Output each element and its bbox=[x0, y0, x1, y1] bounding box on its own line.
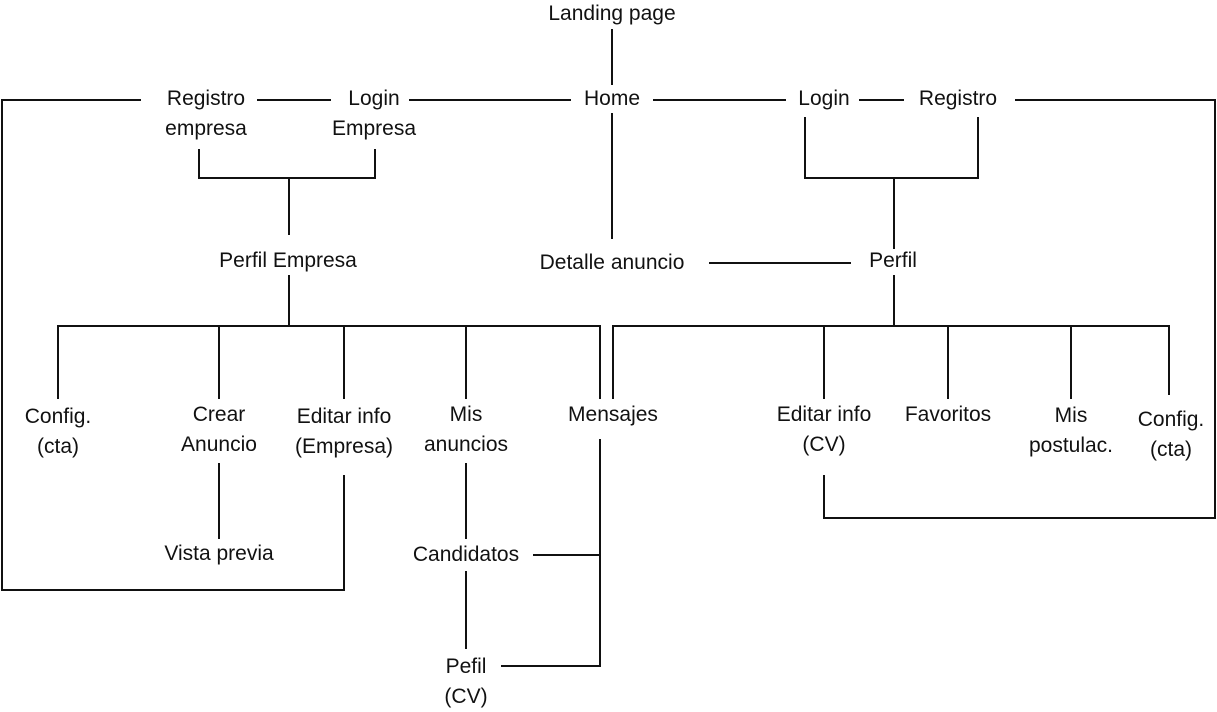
node-login: Login bbox=[798, 84, 849, 114]
node-pefil-cv-line-2: (CV) bbox=[444, 685, 488, 708]
node-mensajes: Mensajes bbox=[568, 400, 658, 430]
node-mis-anuncios-line-1: Mis bbox=[449, 403, 483, 426]
node-mis-anuncios: Mis anuncios bbox=[424, 400, 508, 460]
connector-perfil-empresa-children bbox=[57, 275, 601, 399]
node-crear-anuncio-line-1: Crear bbox=[192, 403, 246, 426]
node-editar-info-cv-line-1: Editar info bbox=[776, 403, 872, 426]
node-config-cta-user-line-2: (cta) bbox=[1149, 438, 1192, 461]
node-login-line-1: Login bbox=[798, 87, 850, 110]
connector-perfil-children bbox=[612, 275, 1170, 399]
node-editar-info-cv: Editar info (CV) bbox=[777, 400, 872, 460]
node-mensajes-line-1: Mensajes bbox=[568, 403, 658, 426]
node-perfil-empresa-line-1: Perfil Empresa bbox=[219, 249, 357, 272]
node-registro-line-1: Registro bbox=[918, 87, 998, 110]
node-editar-info-cv-line-2: (CV) bbox=[802, 433, 846, 456]
node-login-empresa-line-1: Login bbox=[348, 87, 400, 110]
connector-registro-loop bbox=[823, 99, 1216, 519]
node-config-cta-user: Config. (cta) bbox=[1138, 405, 1205, 465]
node-crear-anuncio-line-2: Anuncio bbox=[181, 433, 257, 456]
node-registro-empresa-line-2: empresa bbox=[165, 117, 247, 140]
node-mis-postulac: Mis postulac. bbox=[1029, 401, 1113, 461]
node-home: Home bbox=[584, 84, 640, 114]
node-pefil-cv-line-1: Pefil bbox=[445, 655, 487, 678]
node-pefil-cv: Pefil (CV) bbox=[444, 652, 487, 712]
node-config-cta-empresa-line-1: Config. bbox=[24, 405, 92, 428]
node-config-cta-empresa: Config. (cta) bbox=[25, 402, 92, 462]
node-landing-page-line-1: Landing page bbox=[548, 2, 676, 25]
node-favoritos-line-1: Favoritos bbox=[904, 403, 992, 426]
node-candidatos-line-1: Candidatos bbox=[412, 543, 520, 566]
node-candidatos: Candidatos bbox=[413, 540, 519, 570]
node-registro-empresa-line-1: Registro bbox=[166, 87, 246, 110]
node-home-line-1: Home bbox=[583, 87, 641, 110]
connector-empresa-bracket bbox=[198, 149, 376, 235]
connector-user-bracket bbox=[804, 117, 979, 249]
node-editar-info-empresa: Editar info (Empresa) bbox=[295, 402, 393, 462]
node-mis-postulac-line-1: Mis bbox=[1054, 404, 1088, 427]
node-perfil-line-1: Perfil bbox=[869, 249, 917, 272]
node-favoritos: Favoritos bbox=[905, 400, 991, 430]
connector-mensajes-links bbox=[501, 439, 601, 667]
node-editar-info-empresa-line-1: Editar info bbox=[296, 405, 392, 428]
node-mis-anuncios-line-2: anuncios bbox=[423, 433, 509, 456]
node-config-cta-user-line-1: Config. bbox=[1137, 408, 1205, 431]
node-perfil: Perfil bbox=[869, 246, 917, 276]
node-editar-info-empresa-line-2: (Empresa) bbox=[294, 435, 394, 458]
node-vista-previa-line-1: Vista previa bbox=[164, 542, 274, 565]
node-login-empresa-line-2: Empresa bbox=[331, 117, 417, 140]
node-detalle-anuncio: Detalle anuncio bbox=[540, 248, 685, 278]
node-mis-postulac-line-2: postulac. bbox=[1028, 434, 1114, 457]
node-perfil-empresa: Perfil Empresa bbox=[219, 246, 357, 276]
node-config-cta-empresa-line-2: (cta) bbox=[36, 435, 79, 458]
node-landing-page: Landing page bbox=[548, 0, 675, 29]
node-detalle-anuncio-line-1: Detalle anuncio bbox=[539, 251, 685, 274]
connector-registro-empresa-loop bbox=[1, 99, 345, 591]
node-vista-previa: Vista previa bbox=[164, 539, 273, 569]
node-registro-empresa: Registro empresa bbox=[165, 84, 247, 144]
node-registro: Registro bbox=[919, 84, 997, 114]
